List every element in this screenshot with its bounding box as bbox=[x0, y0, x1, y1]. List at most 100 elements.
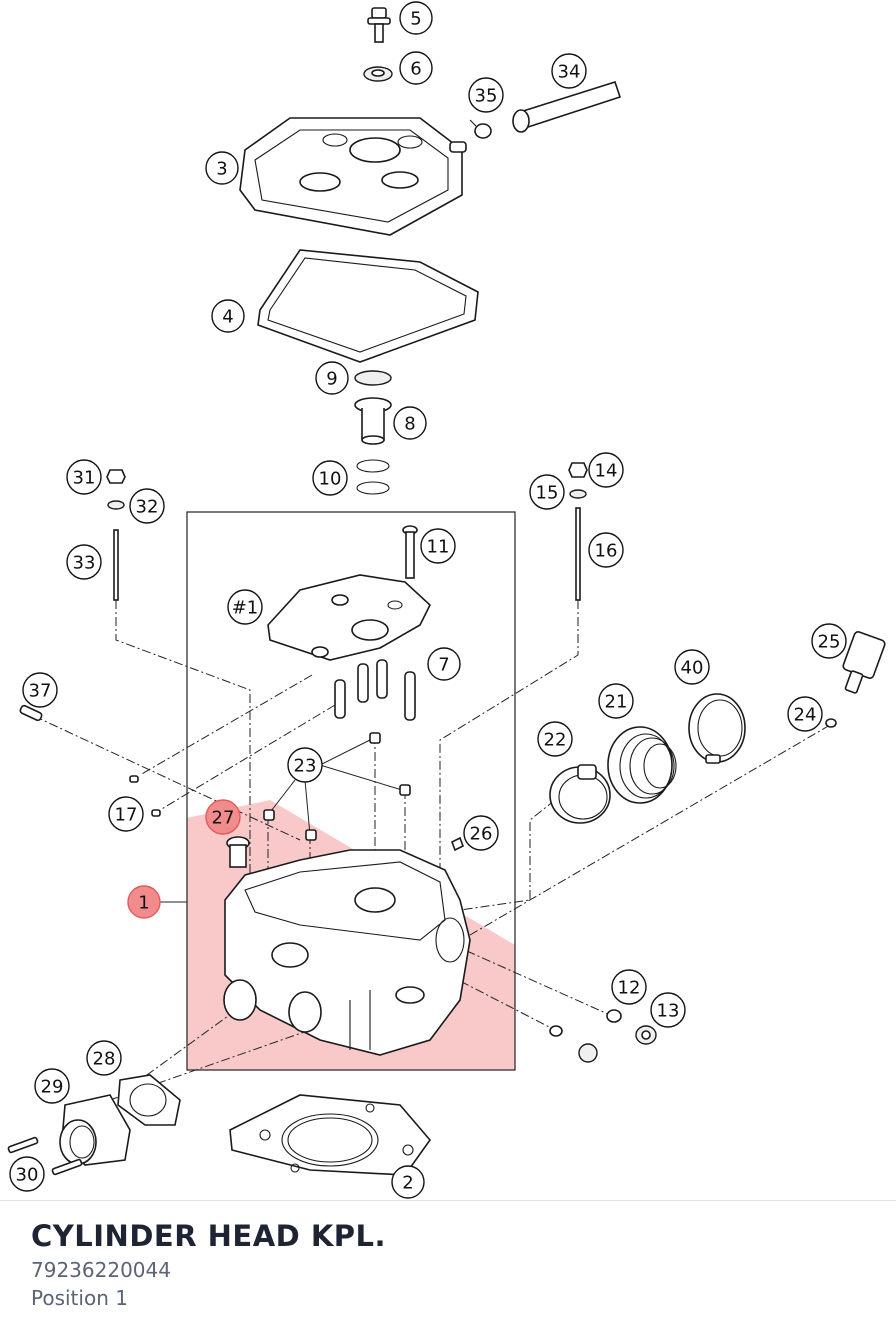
callout-34[interactable]: 34 bbox=[551, 53, 587, 89]
callout-6[interactable]: 6 bbox=[399, 51, 433, 85]
callout-11[interactable]: 11 bbox=[420, 528, 456, 564]
callout-circle bbox=[205, 799, 241, 835]
callout-13[interactable]: 13 bbox=[650, 992, 686, 1028]
callout-sub-1[interactable]: #1 bbox=[227, 589, 263, 625]
callout-circle bbox=[399, 51, 433, 85]
callout-circle bbox=[393, 406, 427, 440]
callout-label: 29 bbox=[41, 1077, 64, 1098]
callout-label: 1 bbox=[138, 893, 149, 914]
callout-14[interactable]: 14 bbox=[588, 452, 624, 488]
callout-label: 9 bbox=[326, 369, 337, 390]
callout-30[interactable]: 30 bbox=[9, 1156, 45, 1192]
flange-gasket-part-28 bbox=[117, 1074, 181, 1126]
callout-label: 13 bbox=[657, 1001, 680, 1022]
callout-label: 21 bbox=[605, 692, 628, 713]
callout-circle bbox=[650, 992, 686, 1028]
callout-5[interactable]: 5 bbox=[399, 1, 433, 35]
callout-label: 27 bbox=[212, 808, 235, 829]
callout-label: 34 bbox=[558, 62, 581, 83]
callout-circle bbox=[9, 1156, 45, 1192]
callout-circle bbox=[108, 796, 144, 832]
callout-circle bbox=[468, 77, 504, 113]
callout-17[interactable]: 17 bbox=[108, 796, 144, 832]
callout-label: 32 bbox=[136, 497, 159, 518]
callout-24[interactable]: 24 bbox=[787, 696, 823, 732]
callout-1[interactable]: 1 bbox=[127, 885, 161, 919]
callout-circle bbox=[674, 649, 710, 685]
callout-circle bbox=[312, 460, 348, 496]
callout-21[interactable]: 21 bbox=[598, 683, 634, 719]
callout-circle bbox=[34, 1068, 70, 1104]
o-rings-part-10 bbox=[356, 459, 390, 495]
callout-circle bbox=[127, 885, 161, 919]
bolt-part-5 bbox=[367, 7, 391, 43]
hose-clamp-part-22 bbox=[549, 764, 611, 824]
callout-40[interactable]: 40 bbox=[674, 649, 710, 685]
callout-27[interactable]: 27 bbox=[205, 799, 241, 835]
callout-label: 37 bbox=[29, 681, 52, 702]
callout-label: 33 bbox=[73, 553, 96, 574]
callout-16[interactable]: 16 bbox=[588, 532, 624, 568]
cylinder-head-assembly-frame bbox=[186, 511, 516, 1071]
callout-15[interactable]: 15 bbox=[529, 474, 565, 510]
exploded-parts-diagram: 56343534981031323314151611#1725402137242… bbox=[7, 1, 886, 1199]
hose-part-34 bbox=[512, 81, 622, 133]
callout-label: 31 bbox=[73, 468, 96, 489]
callout-33[interactable]: 33 bbox=[66, 544, 102, 580]
callout-label: 12 bbox=[618, 978, 641, 999]
callout-31[interactable]: 31 bbox=[66, 459, 102, 495]
callout-label: 4 bbox=[222, 307, 233, 328]
head-gasket-part-2 bbox=[229, 1094, 432, 1176]
callout-circle bbox=[427, 647, 461, 681]
callout-4[interactable]: 4 bbox=[211, 299, 245, 333]
callout-circle bbox=[399, 1, 433, 35]
callout-label: 24 bbox=[794, 705, 817, 726]
callout-label: 11 bbox=[427, 537, 450, 558]
screw-part-26 bbox=[450, 836, 465, 852]
callout-12[interactable]: 12 bbox=[611, 969, 647, 1005]
callout-25[interactable]: 25 bbox=[811, 623, 847, 659]
callout-circle bbox=[129, 488, 165, 524]
callout-label: 5 bbox=[410, 9, 421, 30]
washer-part-6 bbox=[363, 66, 393, 82]
callout-8[interactable]: 8 bbox=[393, 406, 427, 440]
callout-circle bbox=[227, 589, 263, 625]
part-title: CYLINDER HEAD KPL. bbox=[31, 1219, 387, 1253]
callout-circle bbox=[598, 683, 634, 719]
callout-circle bbox=[287, 747, 323, 783]
callout-35[interactable]: 35 bbox=[468, 77, 504, 113]
callout-label: 17 bbox=[115, 805, 138, 826]
dowels-part-23 bbox=[263, 732, 411, 841]
callout-10[interactable]: 10 bbox=[312, 460, 348, 496]
gasket-part-4 bbox=[257, 249, 479, 363]
nut-washer-stud-left bbox=[106, 469, 126, 601]
callout-circle bbox=[315, 361, 349, 395]
cylinder-head-part-1 bbox=[223, 849, 471, 1056]
callout-9[interactable]: 9 bbox=[315, 361, 349, 395]
callout-28[interactable]: 28 bbox=[86, 1040, 122, 1076]
callout-2[interactable]: 2 bbox=[391, 1165, 425, 1199]
callout-37[interactable]: 37 bbox=[22, 672, 58, 708]
callout-label: 8 bbox=[404, 414, 415, 435]
clamp-part-35 bbox=[469, 119, 492, 139]
callout-label: #1 bbox=[232, 598, 259, 619]
callout-23[interactable]: 23 bbox=[287, 747, 323, 783]
callout-26[interactable]: 26 bbox=[463, 815, 499, 851]
valve-cover-part-3 bbox=[239, 117, 467, 236]
callout-circle bbox=[420, 528, 456, 564]
callout-circle bbox=[611, 969, 647, 1005]
callout-label: 14 bbox=[595, 461, 618, 482]
sensor-part-25 bbox=[842, 631, 886, 694]
callout-3[interactable]: 3 bbox=[205, 151, 239, 185]
callout-circle bbox=[66, 459, 102, 495]
callout-label: 30 bbox=[16, 1165, 39, 1186]
part-position: Position 1 bbox=[31, 1286, 128, 1310]
callout-22[interactable]: 22 bbox=[537, 721, 573, 757]
callout-29[interactable]: 29 bbox=[34, 1068, 70, 1104]
callout-circle bbox=[811, 623, 847, 659]
callout-32[interactable]: 32 bbox=[129, 488, 165, 524]
callout-label: 15 bbox=[536, 483, 559, 504]
part-info-panel: CYLINDER HEAD KPL. 79236220044 Position … bbox=[0, 1200, 896, 1335]
callout-7[interactable]: 7 bbox=[427, 647, 461, 681]
